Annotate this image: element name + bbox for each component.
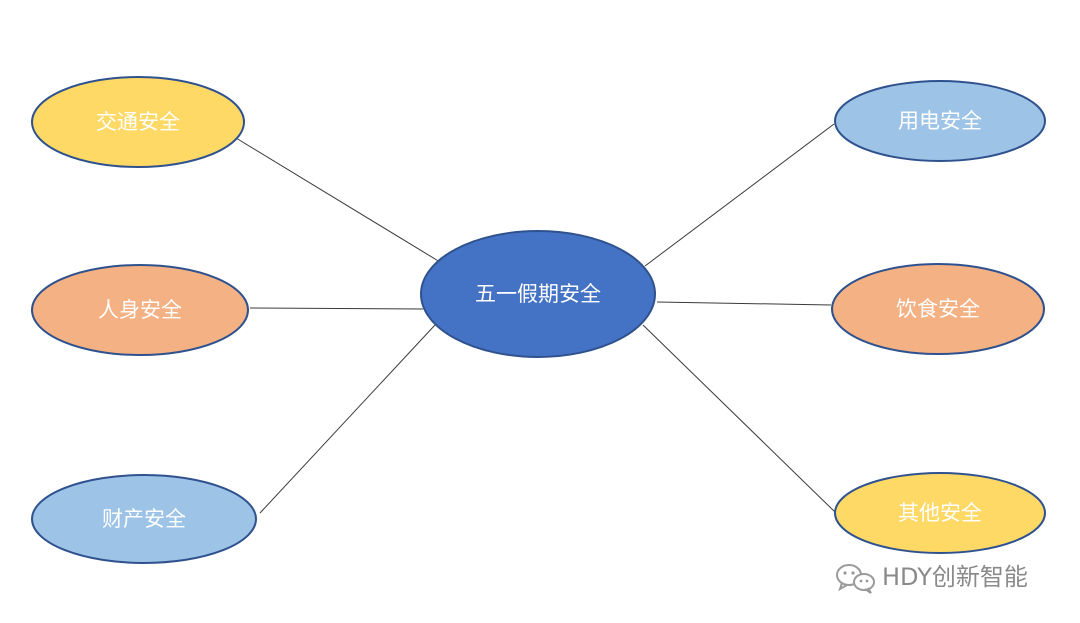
connector-other xyxy=(642,324,836,513)
node-personal: 人身安全 xyxy=(31,264,249,356)
node-food-ellipse xyxy=(831,263,1045,355)
node-other-label: 其他安全 xyxy=(898,501,982,525)
node-traffic: 交通安全 xyxy=(31,76,245,168)
node-traffic-label: 交通安全 xyxy=(96,110,180,134)
watermark: HDY创新智能 xyxy=(836,563,1028,594)
node-property: 财产安全 xyxy=(31,474,257,564)
connector-electric xyxy=(644,123,835,267)
connector-property xyxy=(259,324,436,514)
node-property-ellipse xyxy=(31,474,257,564)
node-electric-ellipse xyxy=(834,80,1046,162)
node-food: 饮食安全 xyxy=(831,263,1045,355)
watermark-text: HDY创新智能 xyxy=(882,563,1028,591)
node-electric: 用电安全 xyxy=(834,80,1046,162)
connector-food xyxy=(656,301,832,306)
wechat-icon xyxy=(836,564,875,594)
connectors xyxy=(235,123,836,514)
node-traffic-ellipse xyxy=(31,76,245,168)
node-property-label: 财产安全 xyxy=(102,507,186,531)
center-node: 五一假期安全 xyxy=(420,230,656,358)
node-food-label: 饮食安全 xyxy=(896,297,980,321)
center-node-ellipse xyxy=(420,230,656,358)
node-personal-ellipse xyxy=(31,264,249,356)
node-other: 其他安全 xyxy=(834,472,1046,554)
center-node-label: 五一假期安全 xyxy=(475,282,601,306)
connector-traffic xyxy=(235,137,441,263)
node-other-ellipse xyxy=(834,472,1046,554)
node-personal-label: 人身安全 xyxy=(98,298,182,322)
node-electric-label: 用电安全 xyxy=(898,109,982,133)
connector-personal xyxy=(249,307,424,310)
